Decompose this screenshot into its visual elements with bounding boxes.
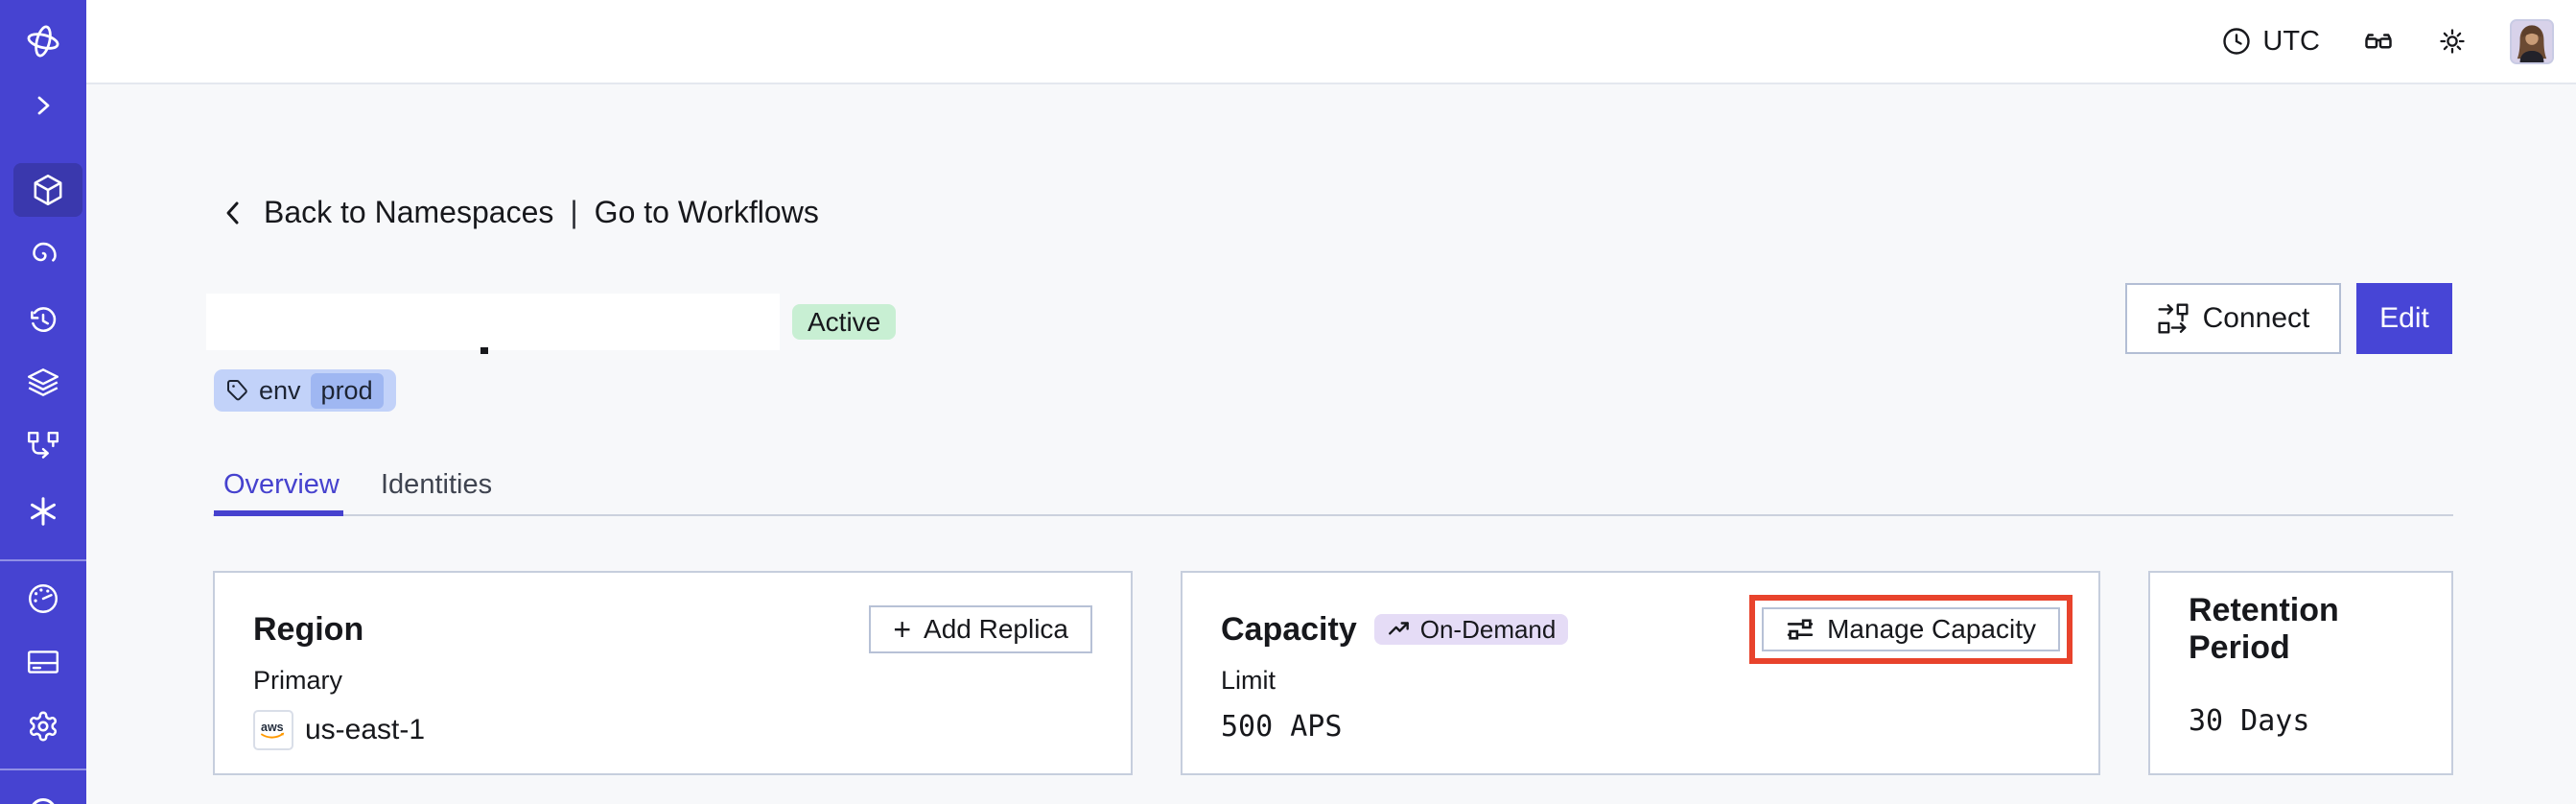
tag-key: env (259, 375, 301, 405)
sidebar-divider-bottom (0, 769, 86, 770)
capacity-limit-label: Limit (1221, 666, 1276, 695)
deployments-layers-icon (28, 368, 59, 396)
back-chevron-icon[interactable] (219, 198, 247, 228)
back-to-namespaces-link[interactable]: Back to Namespaces (264, 195, 554, 229)
temporal-logo[interactable] (0, 14, 86, 68)
top-bar: UTC (86, 0, 2576, 84)
edit-button[interactable]: Edit (2356, 283, 2452, 354)
manage-capacity-button[interactable]: Manage Capacity (1762, 607, 2060, 651)
billing-card-icon (27, 650, 59, 674)
trend-up-icon (1387, 617, 1412, 642)
sidebar-divider (0, 559, 86, 561)
breadcrumb: Back to Namespaces | Go to Workflows (219, 195, 819, 230)
retention-card: Retention Period 30 Days (2148, 571, 2453, 775)
namespace-title-redacted (206, 294, 780, 350)
glasses-icon[interactable] (2362, 27, 2395, 56)
user-avatar[interactable] (2510, 18, 2554, 64)
partial-circle-icon[interactable] (30, 798, 57, 804)
sidebar-nav (0, 0, 86, 804)
region-value: us-east-1 (305, 714, 426, 745)
capacity-value: 500 APS (1221, 710, 1343, 744)
usage-gauge-icon (29, 584, 58, 613)
on-demand-badge-label: On-Demand (1419, 614, 1557, 644)
clock-icon (2221, 26, 2252, 57)
breadcrumb-separator: | (570, 195, 578, 229)
tag-value: prod (310, 372, 384, 409)
timezone-selector[interactable]: UTC (2221, 26, 2320, 58)
batch-asterisk-icon (31, 497, 56, 526)
workflows-branch-icon (27, 431, 59, 459)
active-tab-underline (214, 510, 343, 516)
sidebar-item-workflows[interactable] (0, 420, 86, 474)
sidebar-item-schedules[interactable] (0, 294, 86, 347)
edit-button-label: Edit (2379, 302, 2429, 334)
region-card: Region + Add Replica Primary aws us-east… (213, 571, 1133, 775)
namespaces-cube-icon (34, 174, 62, 206)
tab-overview[interactable]: Overview (223, 469, 340, 500)
sidebar-expand-chevron-icon[interactable] (0, 79, 86, 132)
plus-icon: + (893, 612, 912, 647)
namespace-title-text-remnant (480, 347, 488, 354)
region-card-title: Region (253, 610, 364, 648)
schedules-history-icon (31, 307, 57, 332)
tab-identities[interactable]: Identities (381, 469, 493, 500)
status-badge: Active (792, 304, 897, 340)
add-replica-button[interactable]: + Add Replica (869, 605, 1092, 653)
connect-button-label: Connect (2202, 302, 2310, 334)
sidebar-item-batch[interactable] (0, 485, 86, 538)
capacity-card: Capacity On-Demand (1181, 571, 2100, 775)
capacity-card-title: Capacity (1221, 610, 1357, 648)
aws-provider-logo: aws (253, 710, 293, 750)
tabs-baseline (213, 514, 2453, 516)
settings-gear-icon (29, 711, 58, 742)
manage-capacity-highlight-ring: Manage Capacity (1749, 595, 2073, 664)
namespace-tag-chip[interactable]: env prod (214, 369, 396, 412)
manage-capacity-label: Manage Capacity (1827, 614, 2036, 644)
theme-sun-icon[interactable] (2437, 26, 2468, 57)
on-demand-badge: On-Demand (1373, 614, 1569, 645)
sidebar-item-settings[interactable] (0, 699, 86, 753)
status-badge-label: Active (808, 306, 881, 337)
connect-flow-icon (2157, 302, 2190, 335)
timezone-label: UTC (2262, 25, 2320, 57)
connect-button[interactable]: Connect (2125, 283, 2341, 354)
aws-logo-text: aws (261, 721, 284, 734)
sidebar-item-namespaces[interactable] (13, 163, 82, 217)
tag-icon (226, 379, 249, 402)
sidebar-item-nexus[interactable] (0, 226, 86, 280)
sidebar-item-usage[interactable] (0, 572, 86, 626)
add-replica-label: Add Replica (924, 614, 1068, 644)
sidebar-item-billing[interactable] (0, 635, 86, 689)
sidebar-item-deployments[interactable] (0, 356, 86, 410)
retention-value: 30 Days (2189, 704, 2310, 738)
region-primary-label: Primary (253, 666, 342, 695)
go-to-workflows-link[interactable]: Go to Workflows (594, 195, 819, 229)
retention-card-title: Retention Period (2189, 592, 2339, 666)
nexus-spiral-icon (33, 242, 57, 262)
sliders-icon (1786, 615, 1815, 644)
